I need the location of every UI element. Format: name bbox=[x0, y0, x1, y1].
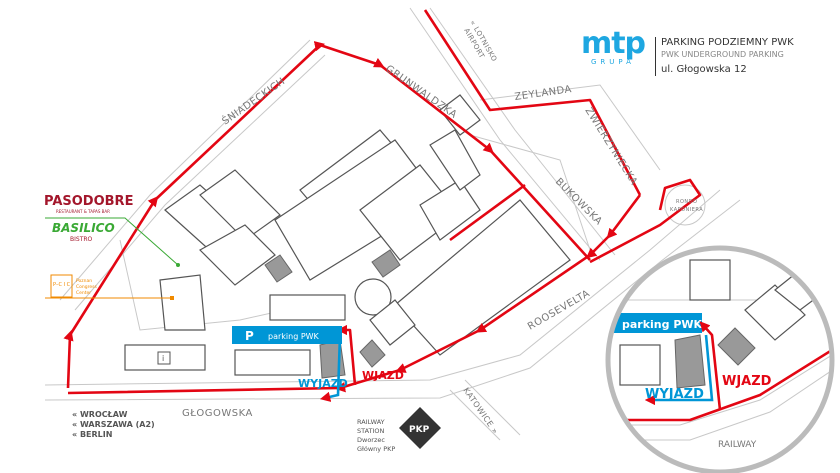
pcc-logo bbox=[50, 274, 73, 298]
basilico-pointer bbox=[45, 217, 179, 266]
railway-station-label: RAILWAY STATION Dworzec Główny PKP bbox=[357, 418, 395, 453]
inset-exit-label: WYJAZD bbox=[645, 387, 704, 402]
basilico-sub: BISTRO bbox=[70, 236, 93, 243]
street-zeylanda: ZEYLANDA bbox=[514, 84, 573, 103]
rondo-label: RONDO bbox=[676, 199, 697, 205]
mtp-logo: mtp GRUPA bbox=[577, 26, 649, 67]
inset-railway-label: RAILWAY bbox=[718, 440, 757, 450]
pasodobre-logo: PASODOBRE bbox=[44, 194, 133, 209]
svg-text:PKP: PKP bbox=[409, 425, 430, 435]
svg-text:Poznan: Poznan bbox=[76, 278, 92, 284]
inset-parking-label: parking PWK bbox=[622, 318, 703, 331]
basilico-dot bbox=[176, 263, 180, 267]
svg-text:STATION: STATION bbox=[357, 427, 385, 435]
pcc-dot bbox=[170, 296, 174, 300]
directions: « WROCŁAW « WARSZAWA (A2) « BERLIN bbox=[72, 410, 155, 439]
exit-label: WYJAZD bbox=[298, 377, 348, 390]
entry-label: WJAZD bbox=[362, 369, 404, 382]
inset-entry-label: WJAZD bbox=[722, 374, 772, 389]
svg-text:Główny PKP: Główny PKP bbox=[357, 445, 395, 453]
street-zwierzyniecka: ZWIERZYNIECKA bbox=[582, 106, 639, 188]
parking-icon: P bbox=[245, 329, 254, 343]
header: PARKING PODZIEMNY PWK PWK UNDERGROUND PA… bbox=[655, 37, 794, 76]
street-grunwaldzka: GRUNWALDZKA bbox=[383, 63, 459, 120]
svg-text:« WROCŁAW: « WROCŁAW bbox=[72, 410, 128, 419]
parking-pwk-sign[interactable]: P parking PWK bbox=[232, 326, 342, 344]
svg-text:Congress: Congress bbox=[76, 284, 97, 290]
street-bukowska: BUKOWSKA bbox=[553, 176, 604, 227]
logo-sub: GRUPA bbox=[591, 58, 635, 66]
svg-text:Center: Center bbox=[76, 290, 91, 296]
info-symbol: i bbox=[162, 354, 164, 363]
svg-text:« WARSZAWA (A2): « WARSZAWA (A2) bbox=[72, 420, 155, 429]
kaponiera-label: KAPONIERA bbox=[670, 207, 703, 213]
pcc-name: Poznan Congress Center bbox=[76, 278, 97, 296]
buildings bbox=[124, 94, 571, 379]
pkp-icon: PKP bbox=[399, 407, 441, 449]
info-icon bbox=[157, 351, 171, 365]
svg-text:parking PWK: parking PWK bbox=[268, 332, 320, 341]
svg-text:RAILWAY: RAILWAY bbox=[357, 418, 385, 426]
inset-zoom: parking PWK WJAZD WYJAZD RAILWAY bbox=[605, 245, 835, 473]
logo-text: mtp bbox=[580, 26, 646, 61]
page-subtitle: PWK UNDERGROUND PARKING bbox=[661, 50, 784, 59]
page-title: PARKING PODZIEMNY PWK bbox=[661, 37, 794, 48]
pcc-logo-text: P–C I C bbox=[53, 282, 71, 288]
street-katowice: KATOWICE » bbox=[461, 386, 500, 436]
street-glogowska: GŁOGOWSKA bbox=[182, 408, 253, 419]
address: ul. Głogowska 12 bbox=[661, 64, 747, 75]
svg-text:« BERLIN: « BERLIN bbox=[72, 430, 112, 439]
pasodobre-sub: RESTAURANT & TAPAS BAR bbox=[56, 209, 110, 214]
svg-text:Dworzec: Dworzec bbox=[357, 436, 385, 444]
driving-route bbox=[63, 9, 702, 402]
basilico-logo: BASILICO bbox=[52, 221, 115, 235]
street-sniadeckich: ŚNIADECKICH bbox=[219, 74, 287, 127]
